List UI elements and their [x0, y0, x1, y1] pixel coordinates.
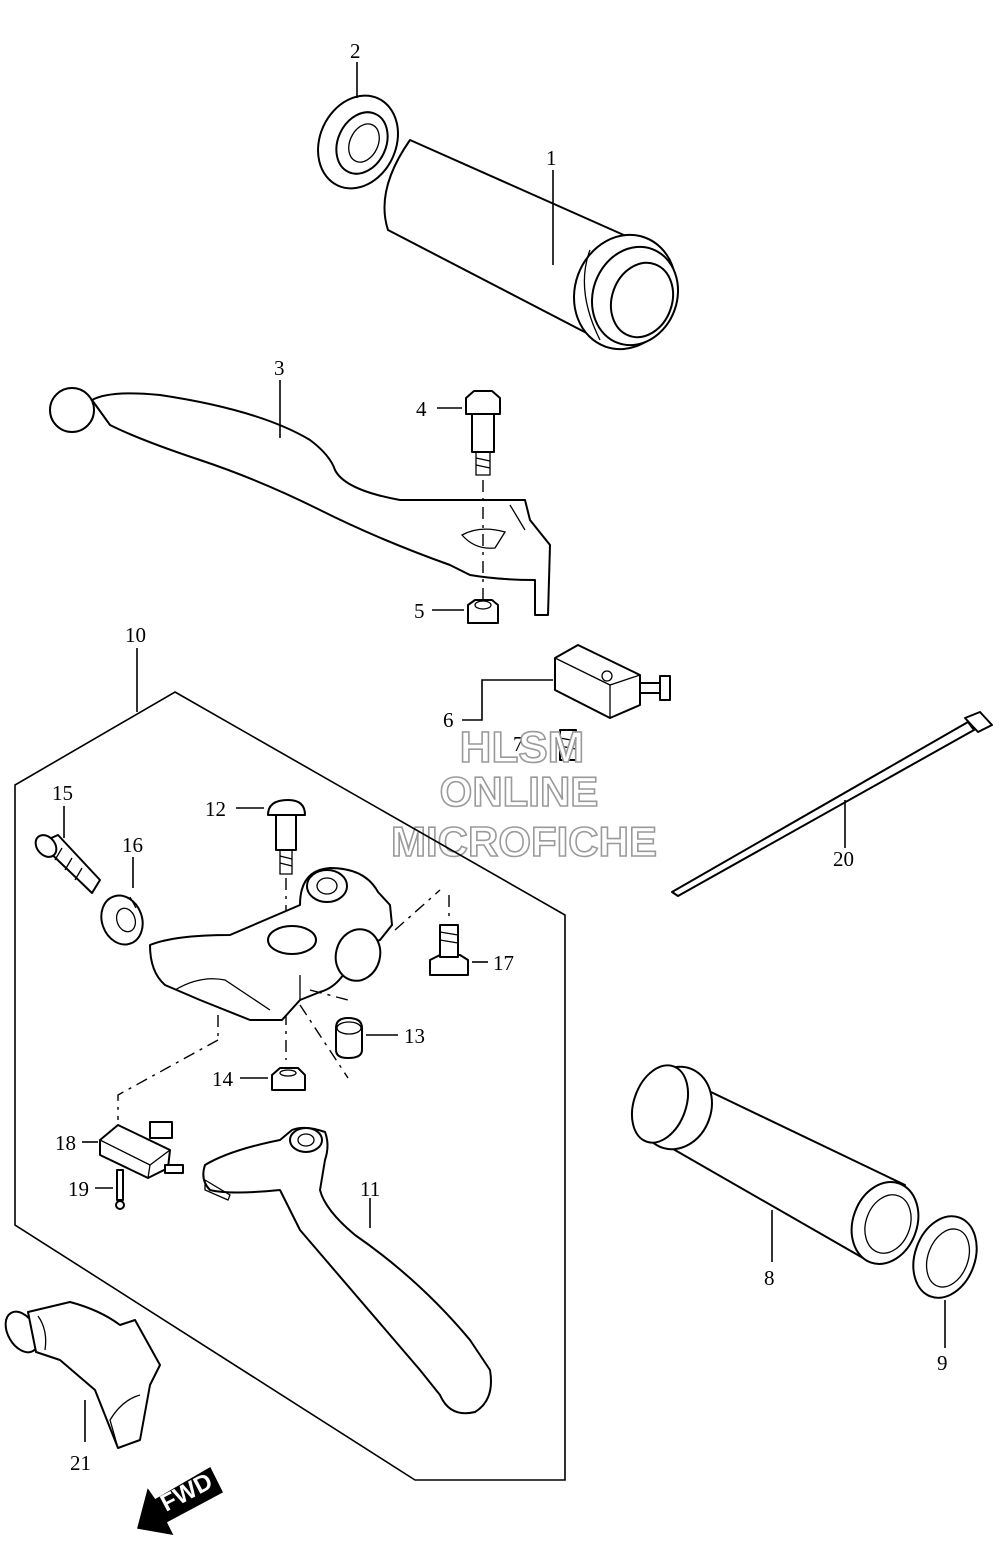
part-2-end-ring — [317, 94, 399, 190]
watermark-line1: HLSM — [460, 723, 585, 772]
callout-1[interactable]: 1 — [546, 146, 557, 170]
part-10-lever-holder — [149, 867, 393, 1021]
callout-15[interactable]: 15 — [52, 781, 73, 805]
part-14-nut — [271, 1067, 306, 1091]
callout-5[interactable]: 5 — [414, 599, 425, 623]
part-9-end-cap — [912, 1215, 978, 1299]
watermark-line2: ONLINE — [440, 768, 599, 815]
part-20-cable-tie — [671, 711, 993, 897]
part-11-clutch-lever — [202, 1126, 492, 1415]
part-7-switch-screw — [559, 729, 577, 761]
callout-14[interactable]: 14 — [212, 1067, 234, 1091]
callout-9[interactable]: 9 — [937, 1351, 948, 1375]
callout-16[interactable]: 16 — [122, 833, 143, 857]
part-1-grip — [383, 139, 680, 351]
callout-7[interactable]: 7 — [513, 732, 524, 756]
part-6-brake-switch — [554, 644, 671, 719]
part-12-pivot-bolt — [267, 799, 306, 875]
part-17-clamp-bolt — [429, 924, 469, 976]
part-3-brake-lever — [49, 387, 551, 616]
callout-10[interactable]: 10 — [125, 623, 146, 647]
callout-21[interactable]: 21 — [70, 1451, 91, 1475]
fwd-direction-arrow: FWD — [137, 1466, 223, 1535]
watermark-line3: MICROFICHE — [391, 818, 657, 865]
part-5-nut — [467, 599, 499, 624]
part-18-clutch-switch — [99, 1121, 184, 1179]
assembly-10-outline — [14, 691, 566, 1481]
part-4-pivot-bolt — [465, 390, 501, 476]
callout-11[interactable]: 11 — [360, 1177, 380, 1201]
part-19-switch-screw — [115, 1169, 125, 1210]
callout-19[interactable]: 19 — [68, 1177, 89, 1201]
part-13-collar — [335, 1017, 363, 1059]
callout-18[interactable]: 18 — [55, 1131, 76, 1155]
callout-6[interactable]: 6 — [443, 708, 454, 732]
part-8-grip — [630, 1064, 920, 1265]
callout-2[interactable]: 2 — [350, 39, 361, 63]
callout-17[interactable]: 17 — [493, 951, 514, 975]
callout-4[interactable]: 4 — [416, 397, 427, 421]
callout-13[interactable]: 13 — [404, 1024, 425, 1048]
part-21-lever-boot — [4, 1301, 161, 1449]
callout-8[interactable]: 8 — [764, 1266, 775, 1290]
callout-20[interactable]: 20 — [833, 847, 854, 871]
callout-12[interactable]: 12 — [205, 797, 226, 821]
callout-3[interactable]: 3 — [274, 356, 285, 380]
part-16-spring-washer — [100, 894, 144, 946]
part-15-adjuster-screw — [34, 834, 101, 894]
